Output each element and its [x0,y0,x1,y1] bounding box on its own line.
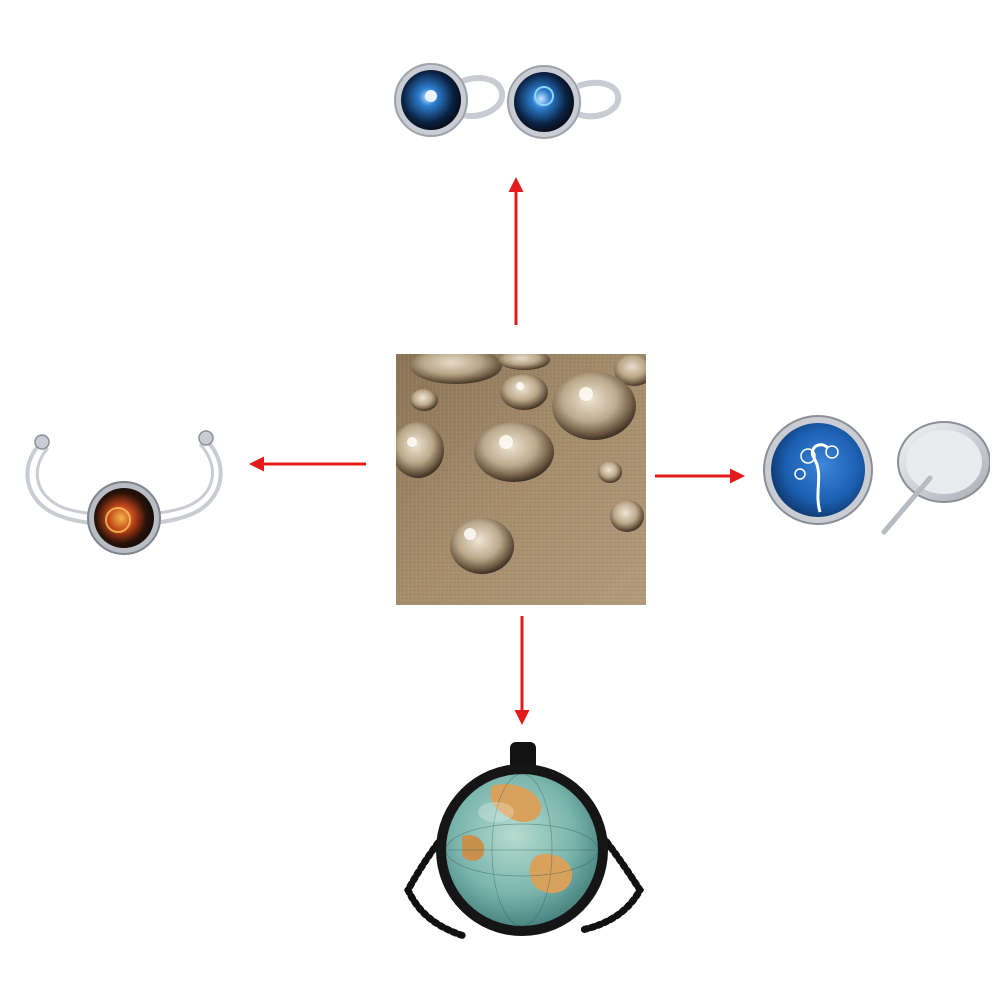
earring-back [881,421,990,535]
earring-front [763,415,873,525]
rings-image [394,63,622,139]
pendant [436,742,608,936]
ring-left [394,63,506,137]
ring-right [507,65,622,139]
cuff-cabochon [87,481,161,555]
cabochon-drops [396,354,646,574]
globe-pendant-necklace-image [404,742,645,940]
glass-cabochons-image [396,354,646,605]
cuff-bracelet-image [25,430,223,555]
stud-earrings-image [763,415,990,535]
